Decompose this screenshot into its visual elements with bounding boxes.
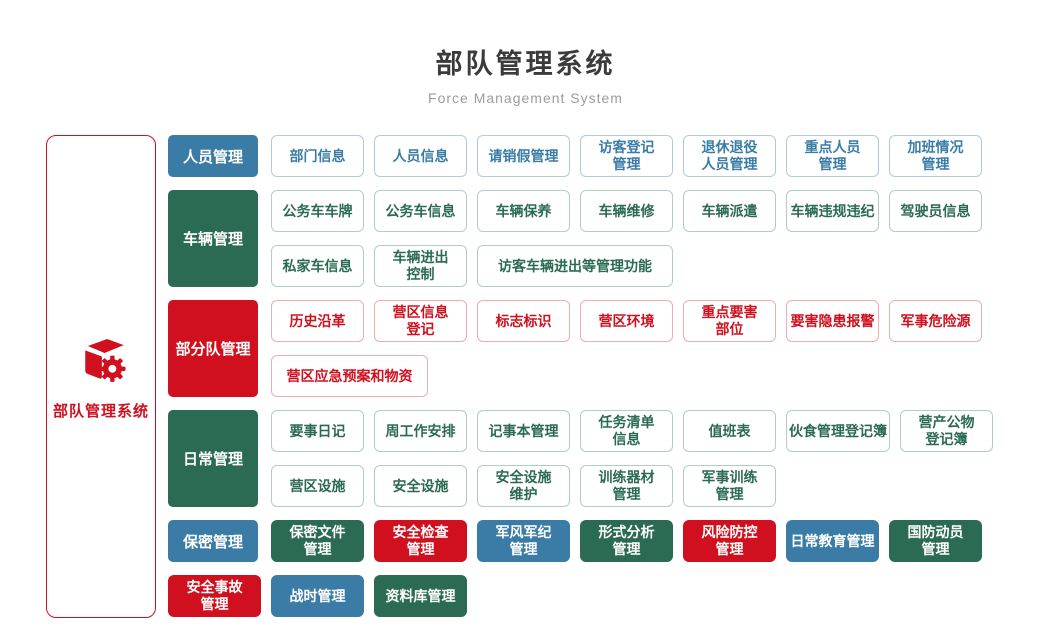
module-box: 要事日记 <box>271 410 364 452</box>
module-box: 安全设施 维护 <box>477 465 570 507</box>
module-box: 任务清单 信息 <box>580 410 673 452</box>
module-items: 公务车车牌公务车信息车辆保养车辆维修车辆派遣车辆违规违纪驾驶员信息私家车信息车辆… <box>271 190 1008 287</box>
diagram-row: 部分队管理历史沿革营区信息 登记标志标识营区环境重点要害 部位要害隐患报警军事危… <box>168 300 1008 397</box>
category-box: 车辆管理 <box>168 190 258 287</box>
module-box: 训练器材 管理 <box>580 465 673 507</box>
module-items: 历史沿革营区信息 登记标志标识营区环境重点要害 部位要害隐患报警军事危险源营区应… <box>271 300 1008 397</box>
module-box: 国防动员 管理 <box>889 520 982 562</box>
module-box: 军事危险源 <box>889 300 982 342</box>
module-box: 驾驶员信息 <box>889 190 982 232</box>
module-box: 加班情况 管理 <box>889 135 982 177</box>
module-box: 形式分析 管理 <box>580 520 673 562</box>
module-box: 营产公物 登记簿 <box>900 410 993 452</box>
module-box: 公务车信息 <box>374 190 467 232</box>
category-box: 日常管理 <box>168 410 258 507</box>
module-items: 保密文件 管理安全检查 管理军风军纪 管理形式分析 管理风险防控 管理日常教育管… <box>271 520 1008 562</box>
module-box: 值班表 <box>683 410 776 452</box>
system-root-label: 部队管理系统 <box>52 403 149 420</box>
module-box: 重点要害 部位 <box>683 300 776 342</box>
module-box: 历史沿革 <box>271 300 364 342</box>
module-box: 车辆派遣 <box>683 190 776 232</box>
module-box: 伙食管理登记簿 <box>786 410 890 452</box>
module-items: 要事日记周工作安排记事本管理任务清单 信息值班表伙食管理登记簿营产公物 登记簿营… <box>271 410 1008 507</box>
diagram-row: 保密管理保密文件 管理安全检查 管理军风军纪 管理形式分析 管理风险防控 管理日… <box>168 520 1008 562</box>
module-box: 日常教育管理 <box>786 520 879 562</box>
module-box: 安全检查 管理 <box>374 520 467 562</box>
diagram-row: 日常管理要事日记周工作安排记事本管理任务清单 信息值班表伙食管理登记簿营产公物 … <box>168 410 1008 507</box>
category-box: 保密管理 <box>168 520 258 562</box>
module-box: 安全设施 <box>374 465 467 507</box>
module-box: 军风军纪 管理 <box>477 520 570 562</box>
cube-gear-icon <box>73 332 129 388</box>
page-subtitle: Force Management System <box>428 90 623 106</box>
module-box: 保密文件 管理 <box>271 520 364 562</box>
system-diagram: 部队管理系统 人员管理部门信息人员信息请销假管理访客登记 管理退休退役 人员管理… <box>46 135 1051 618</box>
module-box: 营区设施 <box>271 465 364 507</box>
module-box: 重点人员 管理 <box>786 135 879 177</box>
module-box: 记事本管理 <box>477 410 570 452</box>
module-box: 访客登记 管理 <box>580 135 673 177</box>
module-box: 车辆进出 控制 <box>374 245 467 287</box>
module-box: 请销假管理 <box>477 135 570 177</box>
category-rows: 人员管理部门信息人员信息请销假管理访客登记 管理退休退役 人员管理重点人员 管理… <box>168 135 1008 618</box>
module-box: 要害隐患报警 <box>786 300 879 342</box>
module-items: 安全事故 管理战时管理资料库管理 <box>168 575 905 617</box>
module-box: 风险防控 管理 <box>683 520 776 562</box>
page-header: 部队管理系统 Force Management System <box>0 0 1051 106</box>
module-box: 公务车车牌 <box>271 190 364 232</box>
module-box: 军事训练 管理 <box>683 465 776 507</box>
module-box: 访客车辆进出等管理功能 <box>477 245 673 287</box>
module-box: 资料库管理 <box>374 575 467 617</box>
module-box: 车辆违规违纪 <box>786 190 879 232</box>
module-box: 私家车信息 <box>271 245 364 287</box>
category-box: 人员管理 <box>168 135 258 177</box>
page-title: 部队管理系统 <box>435 49 616 79</box>
module-box: 车辆维修 <box>580 190 673 232</box>
module-box: 人员信息 <box>374 135 467 177</box>
module-box: 营区应急预案和物资 <box>271 355 428 397</box>
module-box: 周工作安排 <box>374 410 467 452</box>
module-items: 部门信息人员信息请销假管理访客登记 管理退休退役 人员管理重点人员 管理加班情况… <box>271 135 1008 177</box>
module-box: 营区信息 登记 <box>374 300 467 342</box>
module-box: 退休退役 人员管理 <box>683 135 776 177</box>
module-box: 车辆保养 <box>477 190 570 232</box>
diagram-row: 车辆管理公务车车牌公务车信息车辆保养车辆维修车辆派遣车辆违规违纪驾驶员信息私家车… <box>168 190 1008 287</box>
module-box: 营区环境 <box>580 300 673 342</box>
module-box: 安全事故 管理 <box>168 575 261 617</box>
module-box: 战时管理 <box>271 575 364 617</box>
system-root-node: 部队管理系统 <box>46 135 156 618</box>
diagram-row: 安全事故 管理战时管理资料库管理 <box>168 575 1008 617</box>
diagram-row: 人员管理部门信息人员信息请销假管理访客登记 管理退休退役 人员管理重点人员 管理… <box>168 135 1008 177</box>
module-box: 部门信息 <box>271 135 364 177</box>
module-box: 标志标识 <box>477 300 570 342</box>
category-box: 部分队管理 <box>168 300 258 397</box>
